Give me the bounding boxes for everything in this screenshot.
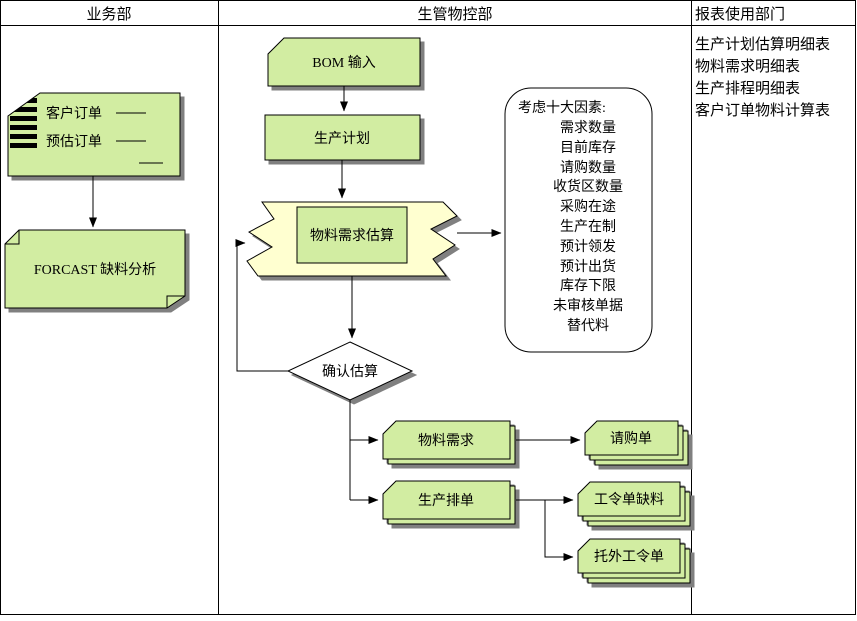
outsource-sheet-1 [577,538,681,574]
material-req-front-sheet [382,420,511,460]
customer-order-label: 客户订单 [46,105,102,122]
production-plan-shape [264,114,421,161]
lane-header-reports: 报表使用部门 [695,6,785,23]
lane-header-business: 业务部 [86,6,131,23]
customer-orders-card [7,92,181,177]
factors-panel [504,87,653,353]
factors-title: 考虑十大因素: [518,100,606,116]
schedule-front-sheet [382,480,511,520]
bom-input-label: BOM 输入 [312,55,375,71]
customer-orders-card-shape [7,92,181,177]
purchase-req-stack [584,420,689,466]
page-curl-fold [166,295,185,308]
shortage-stack [577,481,691,527]
forecast-label: FORCAST 缺料分析 [34,262,156,278]
factor-item: 需求数量 [560,120,616,136]
production-plan-label: 生产计划 [314,131,370,147]
outsource-stack [577,538,691,584]
factor-item: 预计出货 [560,258,616,275]
lane-header-production: 生管物控部 [417,6,492,23]
factor-item: 收货区数量 [553,178,623,195]
factor-item: 目前库存 [560,139,616,156]
production-plan-box [264,114,421,161]
schedule-card [382,480,516,525]
outsource-label: 托外工令单 [594,549,664,565]
factor-item: 预计领发 [560,239,616,255]
report-item: 生产计划估算明细表 [695,35,830,53]
factor-item: 生产在制 [560,219,616,235]
schedule-label: 生产排单 [418,493,474,509]
arrow-decision-feedback-loop [235,239,288,372]
factor-item: 采购在途 [560,198,616,215]
factor-item: 未审核单据 [553,298,623,314]
material-estimate-banner [246,201,458,277]
factor-item: 请购数量 [560,160,616,176]
dog-ear-fold [5,230,20,245]
material-req-card [382,420,516,465]
estimate-inner-box [296,206,408,264]
material-estimate-label: 物料需求估算 [310,228,394,244]
factor-item: 库存下限 [560,278,616,294]
purchase-req-sheet-1 [584,420,679,456]
purchase-req-label: 请购单 [610,431,652,447]
material-req-label: 物料需求 [418,433,474,449]
factor-item: 替代料 [567,318,609,334]
shortage-sheet-1 [577,481,681,517]
shortage-label: 工令单缺料 [594,492,664,508]
confirm-estimate-label: 确认估算 [322,364,378,380]
report-item: 客户订单物料计算表 [695,101,830,119]
report-item: 生产排程明细表 [695,80,800,97]
arrow-schedule-to-outsource [544,500,574,561]
estimated-order-label: 预估订单 [46,134,102,150]
forecast-doc [4,229,186,309]
report-item: 物料需求明细表 [695,58,800,75]
